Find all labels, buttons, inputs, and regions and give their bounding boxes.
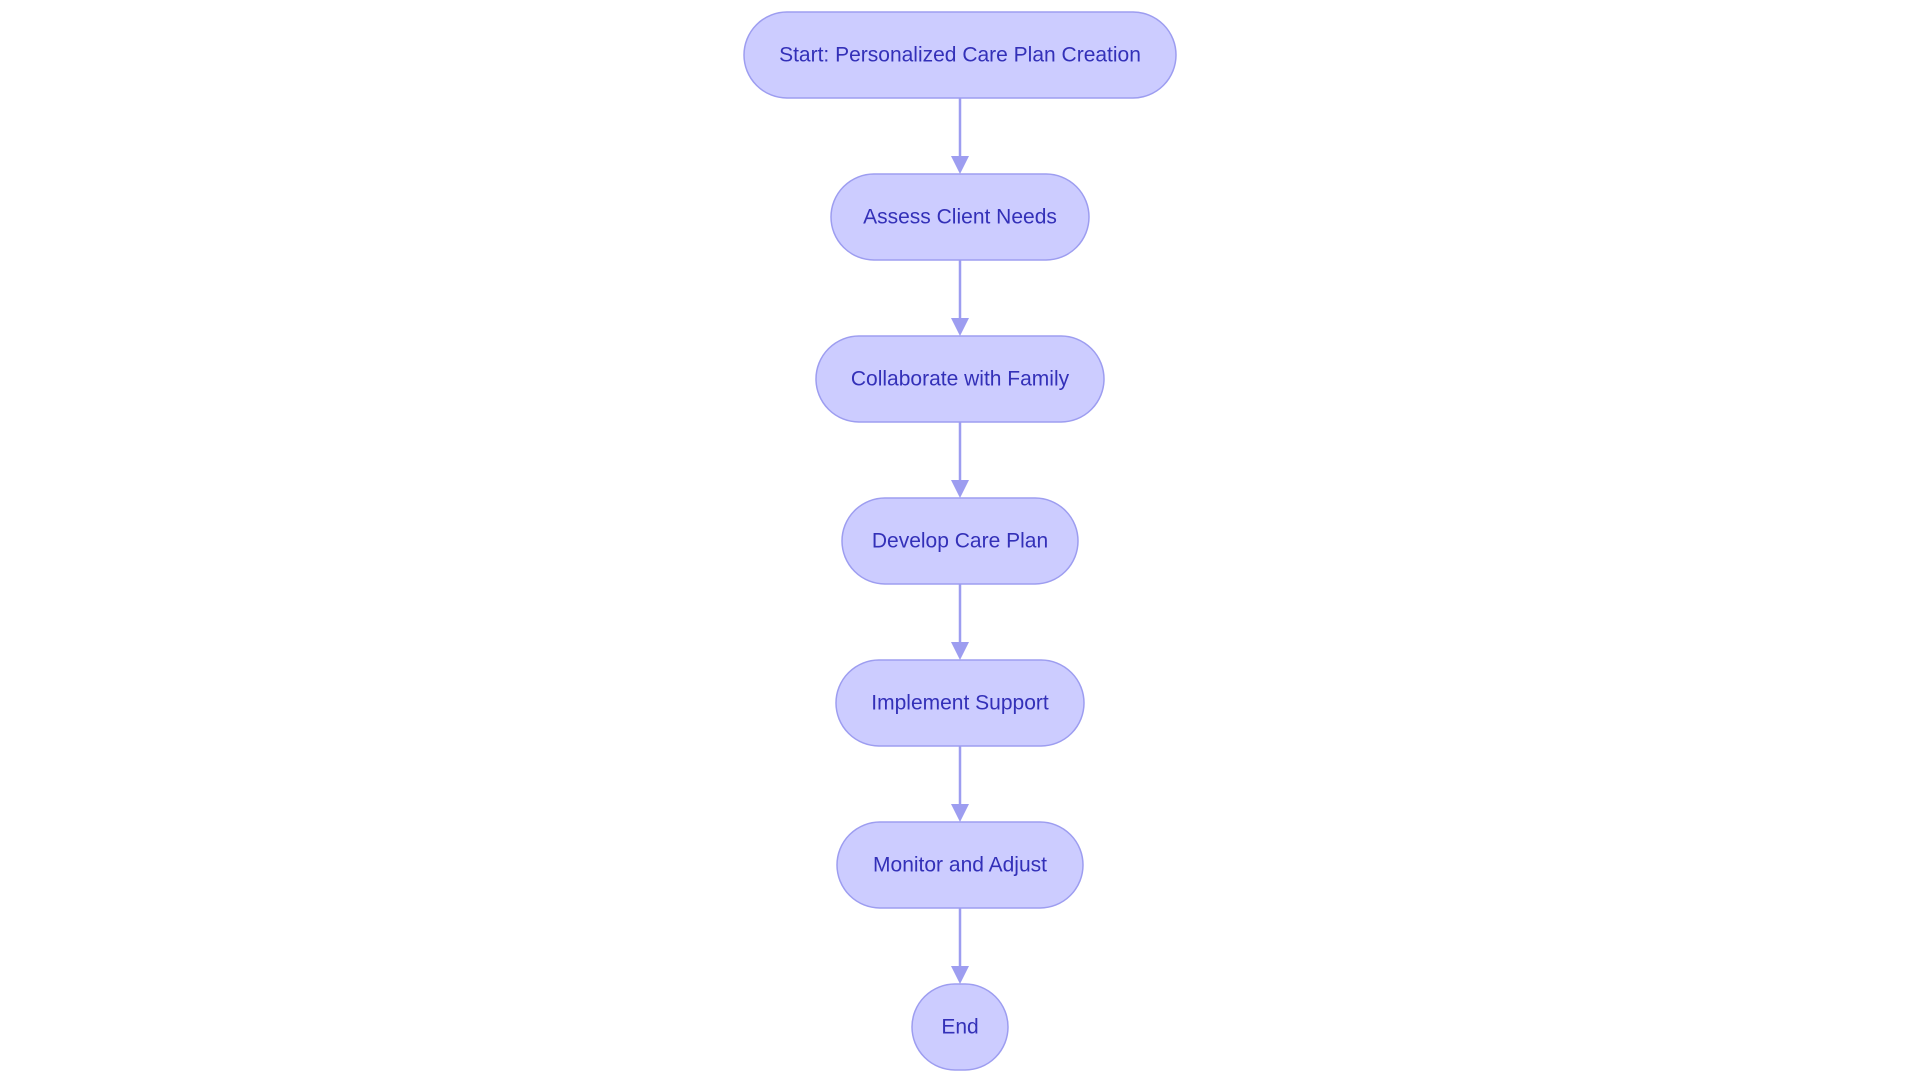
node-collaborate-label: Collaborate with Family <box>851 368 1070 391</box>
edge-develop-implement <box>951 584 969 660</box>
edge-start-assess <box>951 98 969 174</box>
node-start: Start: Personalized Care Plan Creation <box>743 11 1177 99</box>
node-end-label: End <box>941 1016 978 1039</box>
node-assess-label: Assess Client Needs <box>863 206 1057 229</box>
node-implement: Implement Support <box>835 659 1085 747</box>
node-implement-label: Implement Support <box>871 692 1049 715</box>
node-develop: Develop Care Plan <box>841 497 1079 585</box>
node-develop-label: Develop Care Plan <box>872 530 1048 553</box>
node-collaborate: Collaborate with Family <box>815 335 1105 423</box>
edge-assess-collaborate <box>951 260 969 336</box>
node-monitor-label: Monitor and Adjust <box>873 854 1047 877</box>
edge-implement-monitor <box>951 746 969 822</box>
node-start-label: Start: Personalized Care Plan Creation <box>779 44 1141 67</box>
edge-collaborate-develop <box>951 422 969 498</box>
edge-monitor-end <box>951 908 969 984</box>
node-monitor: Monitor and Adjust <box>836 821 1084 909</box>
node-end: End <box>911 983 1009 1071</box>
node-assess: Assess Client Needs <box>830 173 1090 261</box>
